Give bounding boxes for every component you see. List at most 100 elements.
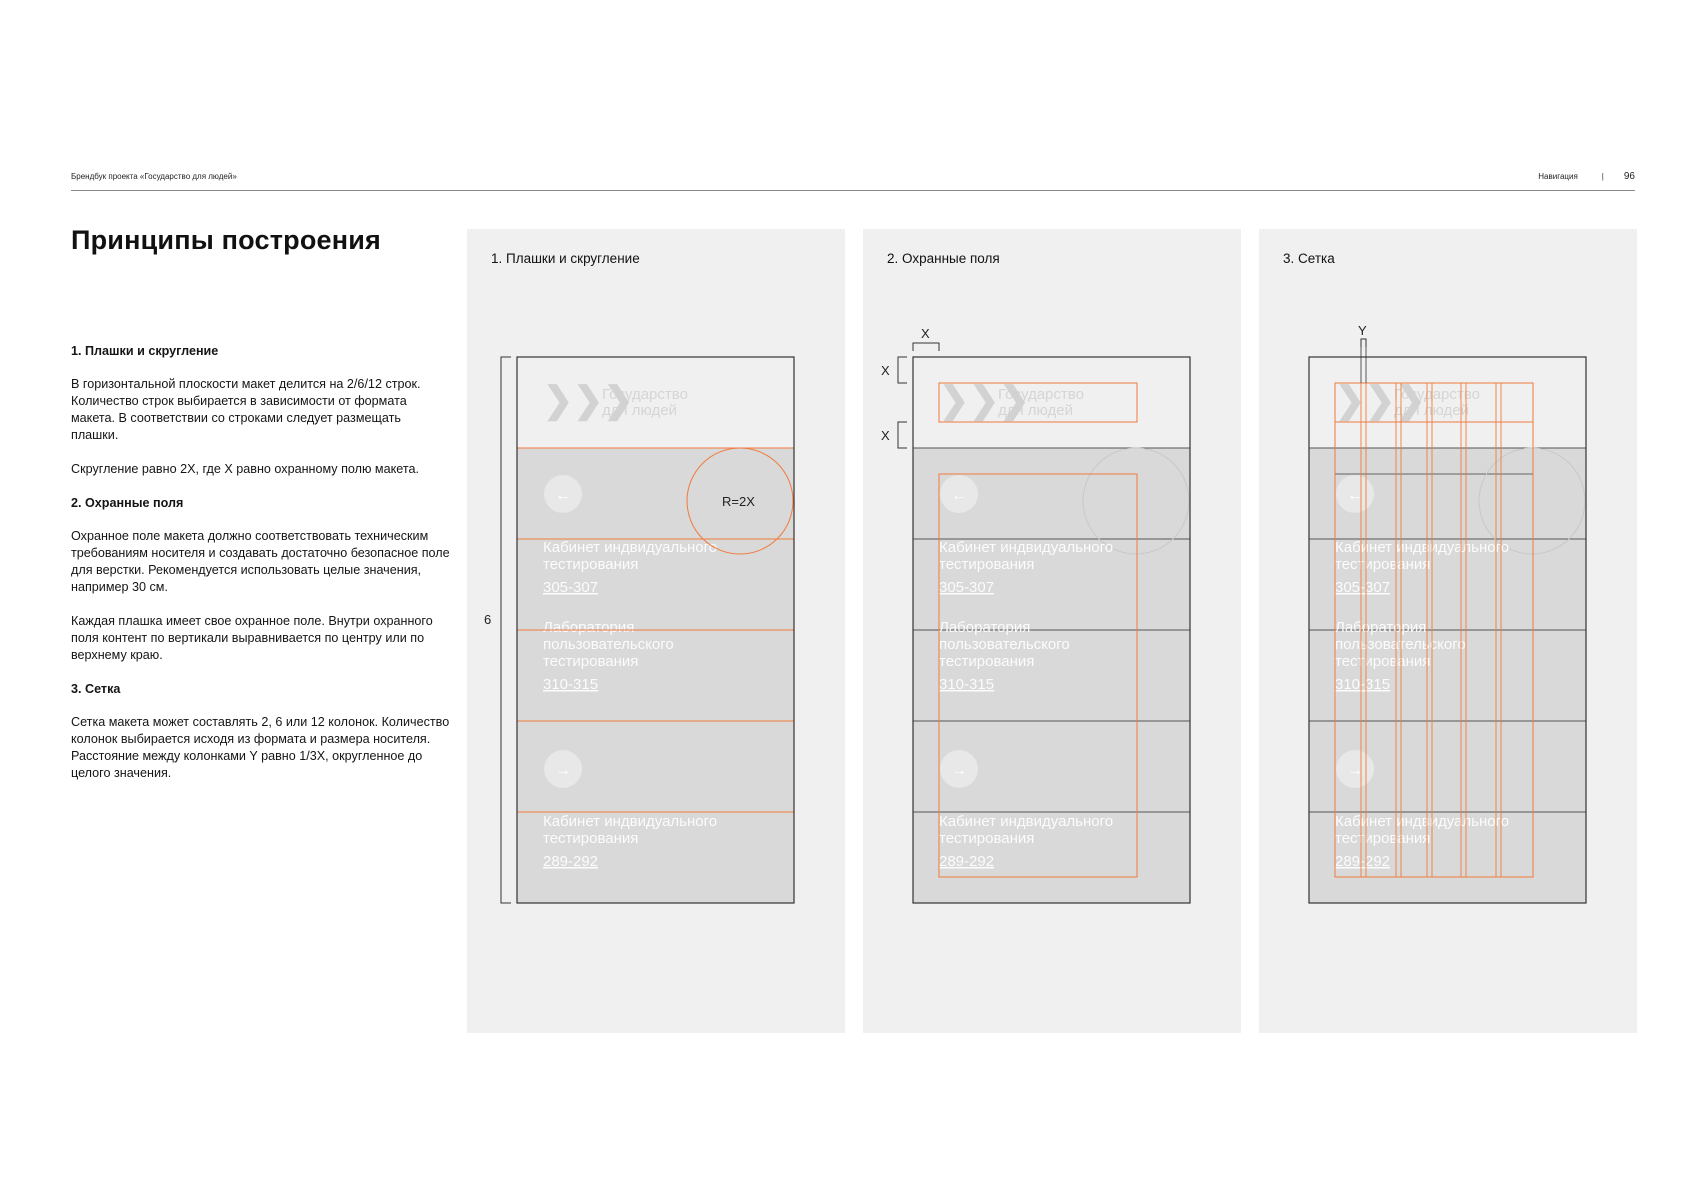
item2-line2: пользовательского (543, 636, 674, 653)
section-paragraph: Скругление равно 2X, где X равно охранно… (71, 462, 419, 476)
mockup-frame: ❯❯❯ Государство для людей ← → Кабинет ин… (912, 356, 1191, 904)
item3-line1: Кабинет индвидуального (543, 813, 717, 830)
margin-x-bracket-left (897, 356, 907, 384)
item1-range: 305-307 (1335, 579, 1390, 596)
margin-x-bracket-top (912, 342, 940, 351)
item2-line3: тестирования (1335, 653, 1430, 670)
panel-rows-rounding: 1. Плашки и скругление ❯❯❯ Государство д… (467, 229, 845, 1033)
diagram-safe-zones: ❯❯❯ Государство для людей ← → Кабинет ин… (881, 326, 1191, 904)
logo-line2: для людей (602, 402, 677, 419)
item2-line1: Лаборатория (543, 619, 634, 636)
section-paragraph: В горизонтальной плоскости макет делится… (71, 377, 421, 442)
header-separator: | (1601, 172, 1604, 181)
item1-line2: тестирования (939, 556, 1034, 573)
running-header: Брендбук проекта «Государство для людей»… (71, 168, 1635, 191)
item3-range: 289-292 (1335, 853, 1390, 870)
logo-safe-zone (938, 382, 1138, 423)
arrow-right-icon: → (555, 762, 571, 779)
rounding-circle (1478, 447, 1586, 555)
margin-x-bracket-left-2 (897, 421, 907, 449)
arrow-right-icon: → (951, 762, 967, 779)
rows-count-label: 6 (484, 612, 491, 627)
item1-line1: Кабинет индвидуального (543, 539, 717, 556)
content-safe-zone (938, 473, 1138, 878)
logo-line2: для людей (1394, 402, 1469, 419)
logo-mark-icon: ❯❯❯ (543, 379, 634, 422)
item3-line2: тестирования (543, 830, 638, 847)
rows-bracket (500, 356, 511, 904)
page-title: Принципы построения (71, 225, 382, 255)
margin-x-label-left: X (881, 363, 890, 378)
row-dividers (517, 447, 794, 813)
section-paragraph: Охранное поле макета должно соответствов… (71, 529, 450, 594)
logo: ❯❯❯ Государство для людей (1335, 379, 1480, 422)
logo-line1: Государство (602, 386, 688, 403)
panel-grid: 3. Сетка ❯❯❯ Государство для людей ← (1259, 229, 1637, 1033)
item1-range: 305-307 (543, 579, 598, 596)
gutter-y-bracket (1360, 338, 1367, 347)
section-name: Навигация (1538, 172, 1578, 181)
item2-range: 310-315 (543, 676, 598, 693)
item1-range: 305-307 (939, 579, 994, 596)
logo: ❯❯❯ Государство для людей (939, 379, 1084, 422)
section-paragraph: Каждая плашка имеет свое охранное поле. … (71, 614, 433, 662)
item3-line1: Кабинет индвидуального (939, 813, 1113, 830)
mockup-frame: ❯❯❯ Государство для людей ← → Кабинет ин… (1308, 356, 1587, 904)
section-1: 1. Плашки и скругление В горизонтальной … (71, 343, 451, 478)
item1-line2: тестирования (1335, 556, 1430, 573)
document-title: Брендбук проекта «Государство для людей» (71, 172, 237, 181)
margin-x-label-top: X (921, 326, 930, 341)
panel-title: 1. Плашки и скругление (491, 251, 640, 266)
rounding-circle (1082, 447, 1190, 555)
item2-range: 310-315 (1335, 676, 1390, 693)
back-button (1336, 475, 1374, 513)
logo-mark-icon: ❯❯❯ (939, 379, 1030, 422)
logo-line1: Государство (998, 386, 1084, 403)
item2-range: 310-315 (939, 676, 994, 693)
section-paragraph: Сетка макета может составлять 2, 6 или 1… (71, 715, 450, 780)
section-heading: 2. Охранные поля (71, 496, 184, 510)
arrow-left-icon: ← (1347, 487, 1363, 504)
section-3: 3. Сетка Сетка макета может составлять 2… (71, 681, 451, 782)
back-button (940, 475, 978, 513)
item2-line3: тестирования (543, 653, 638, 670)
diagram-rows-rounding: ❯❯❯ Государство для людей ← → Кабинет ин… (484, 356, 795, 904)
page-number: 96 (1623, 171, 1635, 182)
mockup-frame: ❯❯❯ Государство для людей ← → Кабинет ин… (516, 356, 795, 904)
item3-line2: тестирования (1335, 830, 1430, 847)
item2-line1: Лаборатория (1335, 619, 1426, 636)
section-heading: 3. Сетка (71, 682, 121, 696)
item3-range: 289-292 (939, 853, 994, 870)
item2-line3: тестирования (939, 653, 1034, 670)
logo-line2: для людей (998, 402, 1073, 419)
item3-range: 289-292 (543, 853, 598, 870)
back-button (544, 475, 582, 513)
forward-button (1336, 750, 1374, 788)
section-2: 2. Охранные поля Охранное поле макета до… (71, 495, 451, 664)
logo: ❯❯❯ Государство для людей (543, 379, 688, 422)
panel-title: 2. Охранные поля (887, 251, 1000, 266)
item2-line2: пользовательского (939, 636, 1070, 653)
logo-mark-icon: ❯❯❯ (1335, 379, 1426, 422)
arrow-right-icon: → (1347, 762, 1363, 779)
item2-line1: Лаборатория (939, 619, 1030, 636)
panel-title: 3. Сетка (1283, 251, 1335, 266)
arrow-left-icon: ← (951, 487, 967, 504)
diagram-grid: ❯❯❯ Государство для людей ← → Кабинет ин… (1308, 323, 1587, 904)
item1-line2: тестирования (543, 556, 638, 573)
rounding-circle (686, 447, 794, 555)
item1-line1: Кабинет индвидуального (939, 539, 1113, 556)
header-right: Навигация | 96 (1538, 171, 1635, 182)
description: 1. Плашки и скругление В горизонтальной … (71, 343, 451, 799)
forward-button (544, 750, 582, 788)
gutter-y-label: Y (1358, 323, 1367, 338)
section-heading: 1. Плашки и скругление (71, 344, 219, 358)
panel-safe-zones: 2. Охранные поля ❯❯❯ Государство для люд… (863, 229, 1241, 1033)
radius-label: R=2X (722, 494, 755, 509)
logo-line1: Государство (1394, 386, 1480, 403)
margin-x-label-left-2: X (881, 428, 890, 443)
item3-line2: тестирования (939, 830, 1034, 847)
grid-columns (1360, 383, 1502, 877)
item2-line2: пользовательского (1335, 636, 1466, 653)
arrow-left-icon: ← (555, 487, 571, 504)
